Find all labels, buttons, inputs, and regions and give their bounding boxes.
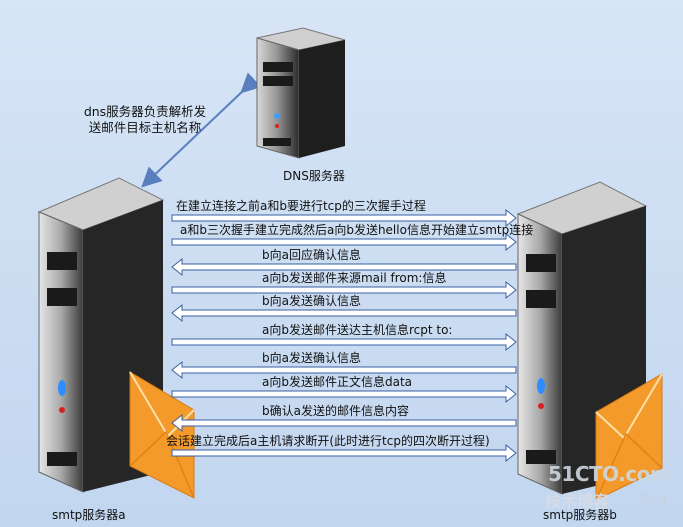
message-arrow — [171, 332, 517, 352]
message-label: b向a发送确认信息 — [262, 351, 361, 365]
smtp-server-b-label: smtp服务器b — [543, 508, 617, 522]
message-label: a向b发送邮件正文信息data — [262, 375, 413, 389]
message-label: b向a发送确认信息 — [262, 294, 361, 308]
message-label: a和b三次握手建立完成然后a向b发送hello信息开始建立smtp连接 — [180, 223, 534, 237]
envelope-b-icon — [595, 373, 663, 501]
message-arrow — [171, 443, 517, 463]
message-arrow — [171, 360, 517, 380]
message-label: b确认a发送的邮件信息内容 — [262, 404, 409, 418]
dns-server-icon — [256, 27, 346, 159]
dns-note: dns服务器负责解析发 送邮件目标主机名称 — [60, 104, 230, 136]
message-arrow — [171, 413, 517, 433]
watermark-blog-cn: 技术博客 — [545, 492, 610, 511]
message-label: b向a回应确认信息 — [262, 248, 361, 262]
message-arrow — [171, 280, 517, 300]
message-label: 会话建立完成后a主机请求断开(此时进行tcp的四次断开过程) — [166, 434, 490, 448]
message-arrow — [171, 208, 517, 228]
message-label: a向b发送邮件送达主机信息rcpt to: — [262, 323, 453, 337]
message-arrow — [171, 257, 517, 277]
dns-server-label: DNS服务器 — [283, 169, 345, 183]
smtp-server-a-label: smtp服务器a — [52, 508, 126, 522]
watermark-site: 51CTO.com — [548, 462, 671, 486]
dns-note-line2: 送邮件目标主机名称 — [88, 120, 202, 135]
dns-note-line1: dns服务器负责解析发 — [83, 104, 207, 119]
message-arrow — [171, 384, 517, 404]
message-label: a向b发送邮件来源mail from:信息 — [262, 271, 447, 285]
message-arrow — [171, 303, 517, 323]
message-arrow — [171, 232, 517, 252]
watermark-blog-en: Blog — [640, 492, 667, 506]
message-label: 在建立连接之前a和b要进行tcp的三次握手过程 — [176, 199, 426, 213]
